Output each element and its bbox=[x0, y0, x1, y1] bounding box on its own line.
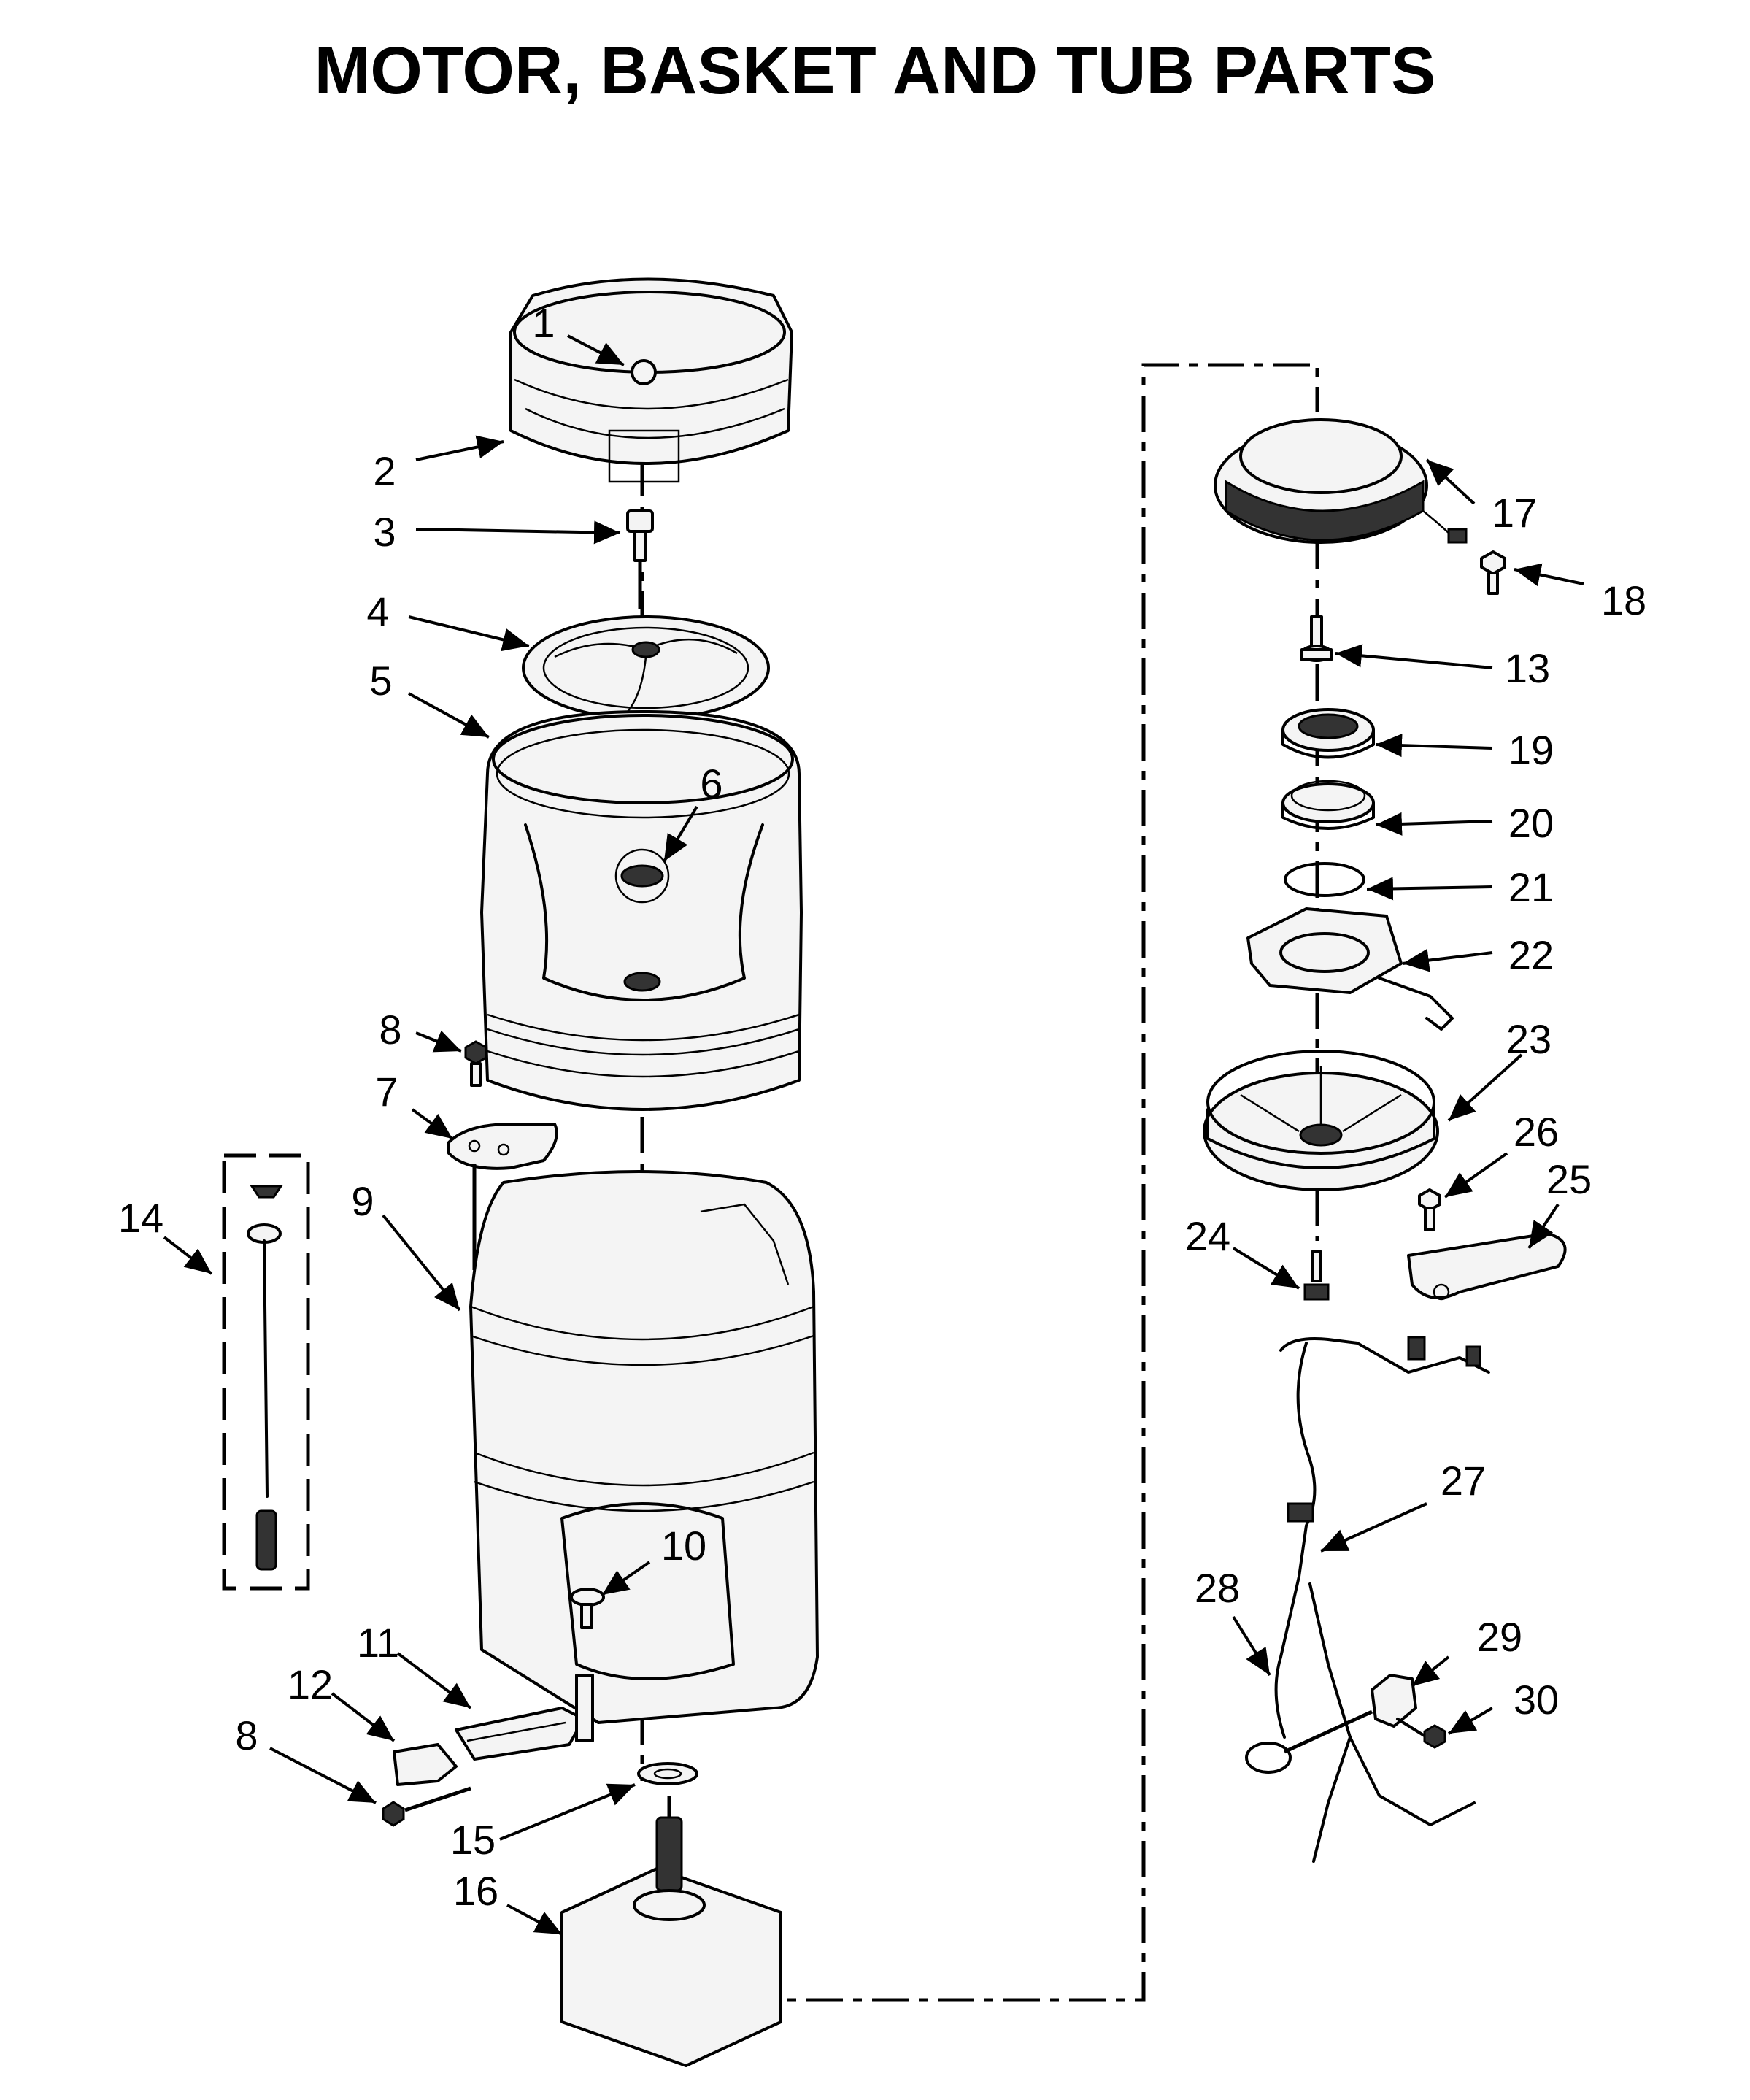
callout-22: 22 bbox=[1508, 932, 1554, 978]
callout-16: 16 bbox=[453, 1868, 498, 1914]
callout-4: 4 bbox=[366, 588, 389, 634]
tub-seal-part bbox=[637, 1762, 698, 1785]
motor-shield-part bbox=[1407, 1232, 1567, 1301]
callout-28: 28 bbox=[1195, 1565, 1240, 1611]
harness-clip-part bbox=[1371, 1674, 1417, 1728]
callout-21: 21 bbox=[1508, 864, 1554, 910]
drive-mount-plate-part bbox=[560, 1796, 782, 2067]
callout-1: 1 bbox=[532, 300, 555, 346]
callout-27: 27 bbox=[1441, 1458, 1486, 1504]
callout-labels: 1 2 3 4 5 6 7 8 8 9 10 11 12 13 14 15 16… bbox=[118, 300, 1646, 1914]
callout-19: 19 bbox=[1508, 727, 1554, 773]
callout-9: 9 bbox=[351, 1178, 374, 1224]
impeller-part bbox=[522, 615, 770, 720]
page-title: MOTOR, BASKET AND TUB PARTS bbox=[315, 34, 1436, 108]
shield-screw-part bbox=[1418, 1188, 1441, 1231]
callout-8-bottom: 8 bbox=[235, 1712, 258, 1758]
callout-8-top: 8 bbox=[379, 1007, 401, 1053]
callout-24: 24 bbox=[1185, 1213, 1230, 1259]
callout-11: 11 bbox=[357, 1620, 399, 1666]
callout-10: 10 bbox=[661, 1523, 706, 1569]
harness-grommet-ring-part bbox=[1245, 1742, 1292, 1774]
retaining-ring-part bbox=[1284, 862, 1365, 897]
callout-3: 3 bbox=[373, 509, 396, 555]
basket-hub-part bbox=[614, 848, 670, 904]
tub-bracket-part bbox=[447, 1123, 558, 1270]
heater-element-part bbox=[455, 1674, 594, 1761]
heater-bracket-screw-part bbox=[382, 1786, 471, 1827]
rotor-bolt-part bbox=[1300, 615, 1333, 662]
rotor-nut-part bbox=[1303, 1250, 1330, 1301]
basket-bolt-part bbox=[626, 509, 654, 609]
assembly-connection-line bbox=[675, 363, 1319, 2002]
callout-13: 13 bbox=[1505, 645, 1550, 691]
bearing-cup-part bbox=[1281, 780, 1375, 830]
callout-5: 5 bbox=[369, 658, 392, 704]
harness-clip-screw-part bbox=[1396, 1718, 1446, 1749]
wiring-harness-part bbox=[1274, 1336, 1490, 1863]
callout-30: 30 bbox=[1514, 1677, 1559, 1723]
callout-29: 29 bbox=[1477, 1614, 1522, 1660]
basket-part bbox=[480, 710, 803, 1111]
callout-17: 17 bbox=[1492, 490, 1537, 536]
outer-tub-part bbox=[469, 1170, 819, 1724]
callout-23: 23 bbox=[1506, 1016, 1552, 1062]
callout-18: 18 bbox=[1601, 577, 1646, 623]
stator-screw-part bbox=[1480, 550, 1506, 595]
callout-25: 25 bbox=[1546, 1156, 1592, 1202]
motor-mount-bracket-part bbox=[1246, 907, 1454, 1031]
heater-bracket-part bbox=[393, 1743, 458, 1786]
rotor-part bbox=[1203, 1050, 1439, 1191]
callout-14: 14 bbox=[118, 1195, 163, 1241]
callout-12: 12 bbox=[288, 1661, 333, 1707]
callout-26: 26 bbox=[1514, 1109, 1559, 1155]
balance-ring-part bbox=[509, 277, 793, 483]
callout-20: 20 bbox=[1508, 800, 1554, 846]
bearing-part bbox=[1281, 708, 1375, 759]
suspension-rod-kit-part bbox=[222, 1153, 310, 1591]
stator-part bbox=[1214, 418, 1468, 544]
callout-15: 15 bbox=[450, 1817, 496, 1863]
callout-leaders bbox=[163, 334, 1584, 1936]
callout-7: 7 bbox=[375, 1069, 398, 1115]
callout-6: 6 bbox=[700, 761, 722, 807]
callout-2: 2 bbox=[373, 448, 396, 494]
tub-bracket-bolt-part bbox=[464, 1040, 487, 1087]
tub-fastener-part bbox=[570, 1588, 605, 1629]
